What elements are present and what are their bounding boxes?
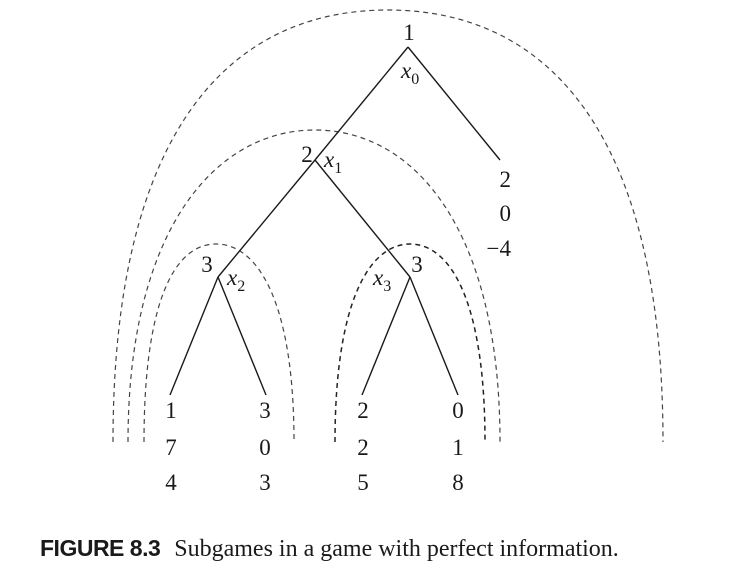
- edge-x0-x1: [314, 46, 409, 161]
- node-x1-label: x1: [323, 147, 342, 177]
- edge-x1-x3: [314, 159, 411, 278]
- node-x3-label: x3: [372, 265, 391, 295]
- payoff-value: 7: [165, 435, 177, 460]
- subgame-boundary-x3: [334, 243, 486, 443]
- edge-x1-x2: [217, 159, 316, 278]
- payoff-x3-right: 0 1 8: [452, 398, 464, 495]
- payoff-value: 2: [357, 435, 369, 460]
- payoff-value: 0: [259, 435, 271, 460]
- edge-x2-right: [217, 276, 267, 396]
- payoff-value: 3: [259, 470, 271, 495]
- node-x2-player: 3: [201, 252, 213, 277]
- payoff-x3-left: 2 2 5: [357, 398, 369, 495]
- node-x3-player: 3: [411, 252, 423, 277]
- payoff-value: 1: [165, 398, 177, 423]
- caption-text: Subgames in a game with perfect informat…: [174, 536, 619, 562]
- payoff-value: 5: [357, 470, 369, 495]
- node-x0-label: x0: [400, 58, 419, 88]
- edge-x3-left: [361, 276, 411, 396]
- payoff-value: 2: [500, 167, 512, 192]
- node-x0-player: 1: [403, 20, 415, 45]
- payoff-value: 3: [259, 398, 271, 423]
- game-tree-diagram: 1 x0 2 x1 3 x2 x3 3 2 0 −4 1 7 4 3 0 3 2: [112, 9, 664, 495]
- figure-label: FIGURE 8.3: [40, 535, 161, 561]
- subgame-boundary-x0: [112, 9, 664, 443]
- payoff-x2-left: 1 7 4: [165, 398, 177, 495]
- subgame-boundary-x2: [143, 243, 295, 443]
- payoff-value: 0: [500, 201, 512, 226]
- node-x1-player: 2: [301, 142, 313, 167]
- payoff-x0-terminal: 2 0 −4: [487, 167, 512, 261]
- edge-x2-left: [169, 276, 219, 396]
- payoff-value: 0: [452, 398, 464, 423]
- payoff-value: 8: [452, 470, 464, 495]
- node-x2-label: x2: [226, 265, 245, 295]
- figure-caption: FIGURE 8.3 Subgames in a game with perfec…: [40, 533, 619, 564]
- payoff-value: 1: [452, 435, 464, 460]
- edge-x3-right: [409, 276, 459, 396]
- edge-x0-terminal: [407, 46, 501, 161]
- subgame-boundary-x1: [127, 129, 501, 443]
- payoff-x2-right: 3 0 3: [259, 398, 271, 495]
- payoff-value: 2: [357, 398, 369, 423]
- payoff-value: 4: [165, 470, 177, 495]
- payoff-value: −4: [487, 236, 512, 261]
